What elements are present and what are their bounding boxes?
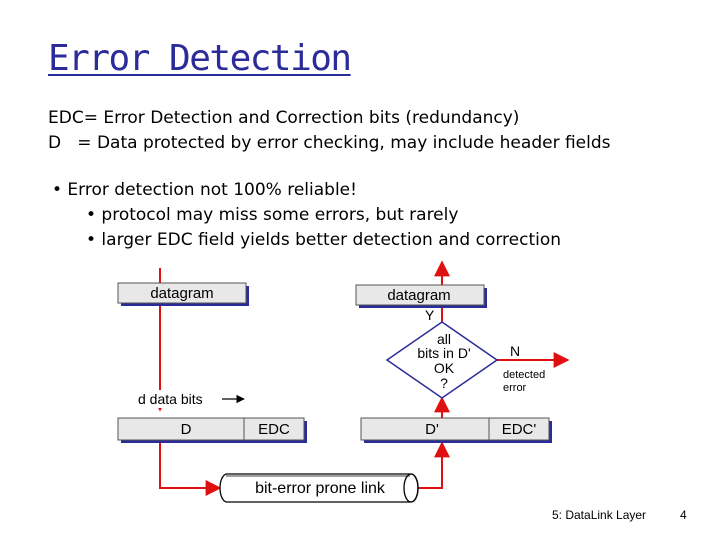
receiver-edc-label: EDC' xyxy=(502,421,537,438)
decision-line-3: OK xyxy=(434,360,455,376)
bullet-larger-edc: • larger EDC field yields better detecti… xyxy=(86,230,562,250)
d-data-bits-label: d data bits xyxy=(138,391,203,407)
sender-edc-label: EDC xyxy=(258,421,290,438)
receiver-d-label: D' xyxy=(425,421,439,438)
no-label: N xyxy=(510,343,520,359)
sender-d-label: D xyxy=(181,421,192,438)
link-label: bit-error prone link xyxy=(255,480,386,497)
decision-line-1: all xyxy=(437,331,451,347)
yes-label: Y xyxy=(425,307,435,323)
page-number: 4 xyxy=(680,508,687,522)
bullet-miss-errors: • protocol may miss some errors, but rar… xyxy=(86,205,459,225)
bullet-reliability: • Error detection not 100% reliable! xyxy=(52,180,357,200)
detected-error-line-1: detected xyxy=(503,369,545,381)
sender-to-link-arrow xyxy=(159,440,222,496)
receiver-edc-box xyxy=(488,417,550,441)
sender-edc-box xyxy=(243,417,305,441)
receiver-datagram-label: datagram xyxy=(387,287,450,304)
link-to-receiver-arrow xyxy=(418,441,450,489)
footer-chapter: 5: DataLink Layer xyxy=(552,508,647,522)
detected-error-line-2: error xyxy=(503,382,527,394)
d-definition: D = Data protected by error checking, ma… xyxy=(48,133,611,153)
sender-datagram-label: datagram xyxy=(150,285,213,302)
decision-line-2: bits in D' xyxy=(417,345,470,361)
decision-diamond xyxy=(385,321,499,399)
edc-definition: EDC= Error Detection and Correction bits… xyxy=(48,108,520,128)
link-cylinder-end xyxy=(403,473,419,503)
page-title: Error Detection xyxy=(48,38,352,79)
decision-line-4: ? xyxy=(440,375,448,391)
